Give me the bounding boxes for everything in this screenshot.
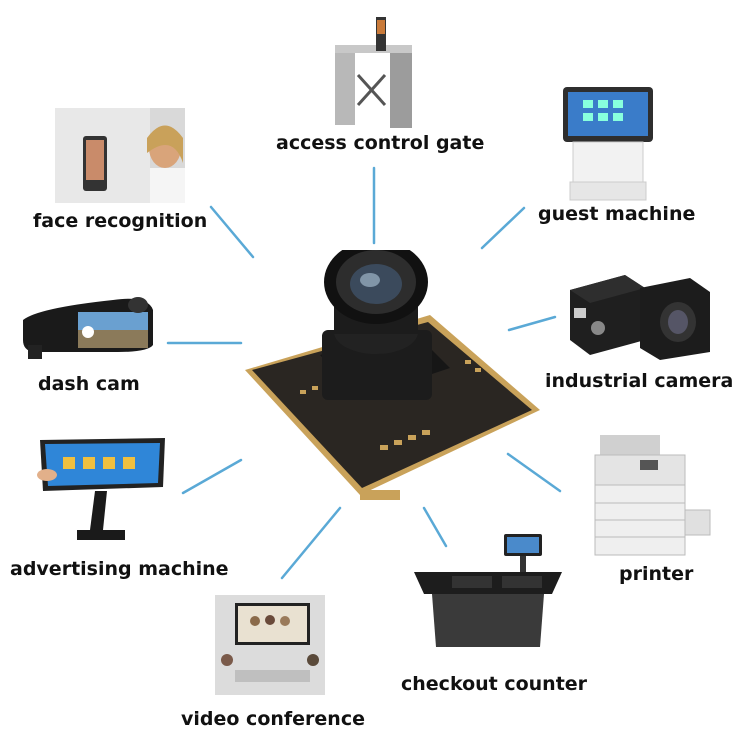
label-checkout-counter: checkout counter [401, 673, 588, 695]
printer-icon [594, 435, 711, 556]
label-guest-machine: guest machine [538, 203, 696, 225]
label-access-control-gate: access control gate [276, 132, 485, 154]
label-face-recognition: face recognition [33, 210, 208, 232]
checkout-counter-icon [414, 534, 562, 647]
connector-video-conference [280, 506, 342, 580]
conference-room-icon [215, 595, 325, 695]
turnstile-icon [335, 17, 412, 128]
touch-kiosk-icon [37, 438, 165, 540]
label-advertising-machine: advertising machine [10, 558, 229, 580]
connector-industrial-camera [507, 315, 557, 332]
industrial-camera-icon [570, 275, 710, 360]
camera-module-icon [245, 250, 540, 500]
connector-advertising-machine [181, 458, 243, 495]
connector-printer [506, 452, 562, 493]
face-scanner-icon [55, 108, 185, 203]
label-printer: printer [619, 563, 694, 585]
connector-guest-machine [480, 206, 526, 250]
connector-checkout-counter [422, 506, 448, 548]
label-industrial-camera: industrial camera [545, 370, 734, 392]
label-dash-cam: dash cam [38, 373, 140, 395]
kiosk-terminal-icon [563, 87, 653, 201]
rearview-mirror-icon [23, 297, 153, 359]
label-video-conference: video conference [181, 708, 365, 730]
connector-face-recognition [209, 205, 255, 259]
